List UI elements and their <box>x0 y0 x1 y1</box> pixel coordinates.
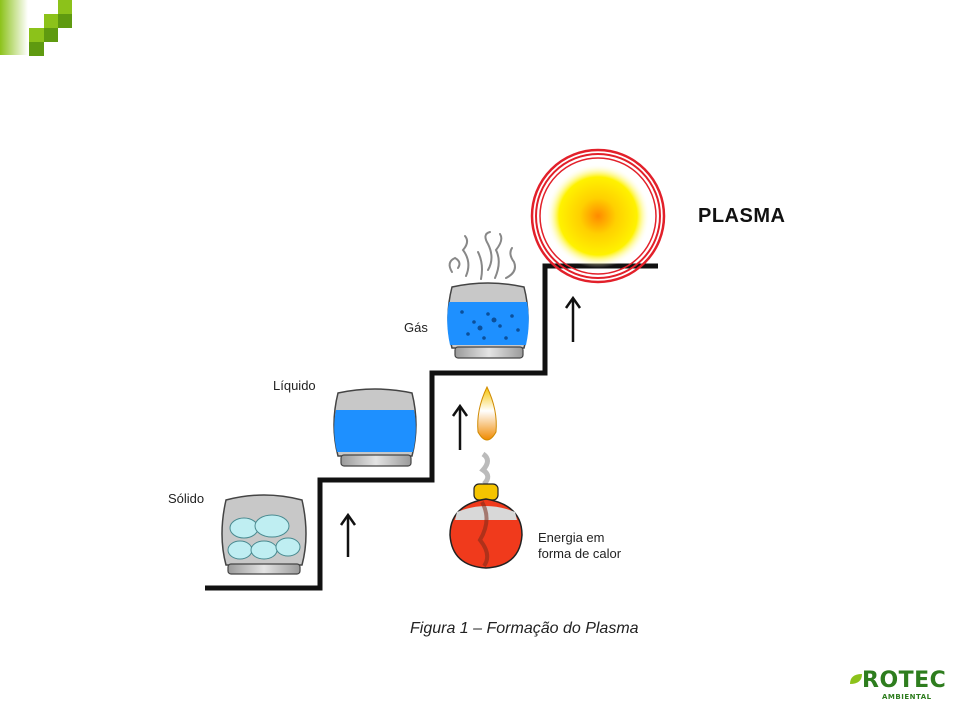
energy-label-line2: forma de calor <box>538 546 622 561</box>
corner-decoration <box>0 0 72 56</box>
arrow-up-icon <box>339 512 357 557</box>
leaf-icon <box>850 674 862 684</box>
logo-name: ROTEC <box>862 668 947 693</box>
liquid-label: Líquido <box>273 378 316 393</box>
arrow-up-icon <box>564 295 582 342</box>
energy-label: Energia em forma de calor <box>538 530 621 562</box>
gas-glass-icon <box>447 231 529 359</box>
energy-label-line1: Energia em <box>538 530 605 545</box>
logo-subtitle: AMBIENTAL <box>882 693 932 701</box>
figure-caption: Figura 1 – Formação do Plasma <box>410 620 639 637</box>
rotec-logo: ROTEC AMBIENTAL <box>848 666 947 706</box>
staircase-line <box>205 263 658 591</box>
liquid-glass-icon <box>333 388 417 467</box>
arrow-up-icon <box>451 403 469 450</box>
solid-glass-icon <box>221 494 307 575</box>
plasma-label: PLASMA <box>698 205 786 227</box>
gas-label: Gás <box>404 320 428 335</box>
alcohol-burner-icon <box>449 385 523 569</box>
plasma-sun-icon <box>530 148 666 284</box>
solid-label: Sólido <box>168 491 205 506</box>
